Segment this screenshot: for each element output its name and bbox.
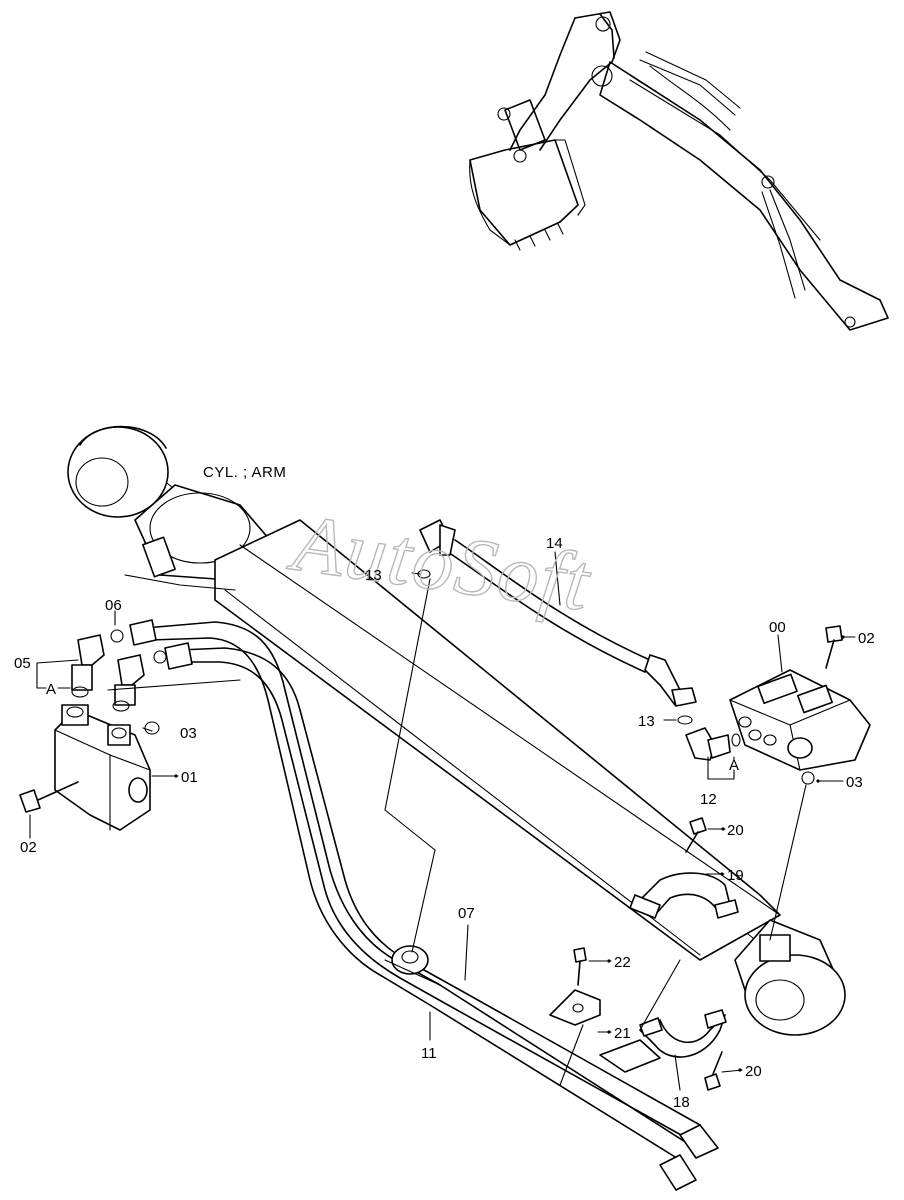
arm-cylinder	[67, 425, 846, 1036]
callout-20-lower[interactable]: 20	[745, 1063, 762, 1080]
clamps	[549, 817, 739, 1091]
callout-03-right[interactable]: 03	[846, 774, 863, 791]
hydraulic-tubes	[129, 619, 719, 1191]
callout-22[interactable]: 22	[614, 954, 631, 971]
hose-14	[417, 519, 697, 725]
callout-13-lower[interactable]: 13	[638, 713, 655, 730]
valve-00-assembly	[685, 625, 871, 941]
callout-03-left[interactable]: 03	[180, 725, 197, 742]
callout-00[interactable]: 00	[769, 619, 786, 636]
callout-18[interactable]: 18	[673, 1094, 690, 1111]
callout-21[interactable]: 21	[614, 1025, 631, 1042]
callout-A-right[interactable]: A	[729, 757, 739, 774]
callout-14[interactable]: 14	[546, 535, 563, 552]
callout-11[interactable]: 11	[421, 1045, 437, 1062]
callout-12[interactable]: 12	[700, 791, 717, 808]
callout-labels: 00 01 02 02 03 03 05 06 07 11 12 13 13 1…	[14, 535, 875, 1111]
callout-02-left[interactable]: 02	[20, 839, 37, 856]
callout-19[interactable]: 19	[727, 867, 744, 884]
callout-06[interactable]: 06	[105, 597, 122, 614]
valve-01-assembly	[19, 574, 241, 831]
callout-13-upper[interactable]: 13	[365, 567, 382, 584]
callout-A-left[interactable]: A	[46, 681, 56, 698]
callout-05[interactable]: 05	[14, 655, 31, 672]
excavator-arm-inset	[469, 11, 889, 331]
callout-07[interactable]: 07	[458, 905, 475, 922]
callout-20-upper[interactable]: 20	[727, 822, 744, 839]
callout-02-right[interactable]: 02	[858, 630, 875, 647]
callout-markers	[174, 635, 845, 1072]
leader-lines	[29, 551, 856, 1091]
callout-01[interactable]: 01	[181, 769, 198, 786]
diagram-title: CYL. ; ARM	[203, 464, 286, 481]
